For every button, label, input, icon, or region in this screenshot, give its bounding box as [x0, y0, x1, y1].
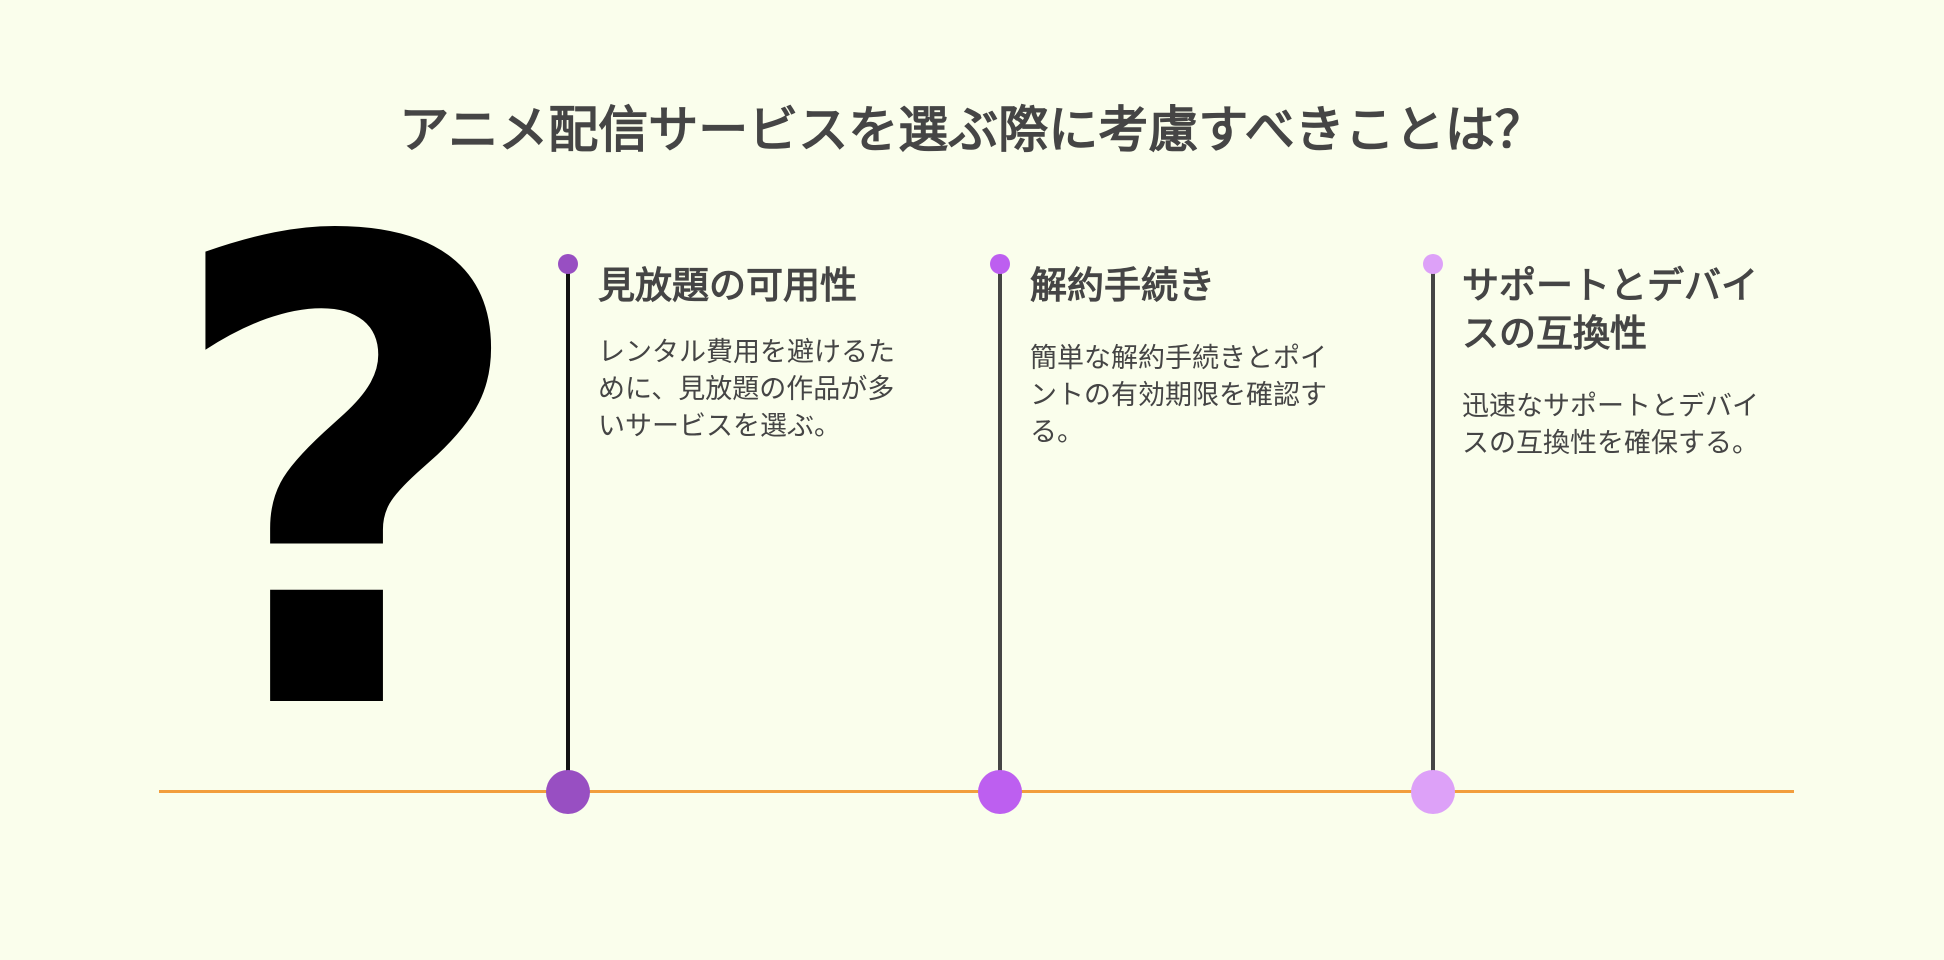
step-2-connector [998, 264, 1002, 792]
step-1-timeline-node [546, 770, 590, 814]
step-2-timeline-node [978, 770, 1022, 814]
step-2-top-marker [990, 254, 1010, 274]
step-1-top-marker [558, 254, 578, 274]
step-3-description: 迅速なサポートとデバイスの互換性を確保する。 [1462, 391, 1759, 459]
step-2-heading: 解約手続き [1030, 264, 1215, 307]
step-3-heading: サポートとデバイスの互換性 [1462, 264, 1758, 355]
step-1-heading: 見放題の可用性 [598, 264, 857, 307]
step-2-description: 簡単な解約手続きとポイントの有効期限を確認する。 [1030, 343, 1327, 448]
step-1-connector [566, 264, 570, 792]
question-mark-icon: ? [161, 160, 533, 820]
timeline-axis [159, 790, 1794, 793]
step-1-description: レンタル費用を避けるために、見放題の作品が多いサービスを選ぶ。 [598, 337, 895, 442]
step-3-timeline-node [1411, 770, 1455, 814]
page-title: アニメ配信サービスを選ぶ際に考慮すべきことは？ [399, 101, 1545, 159]
step-3-top-marker [1423, 254, 1443, 274]
step-3-connector [1431, 264, 1435, 792]
